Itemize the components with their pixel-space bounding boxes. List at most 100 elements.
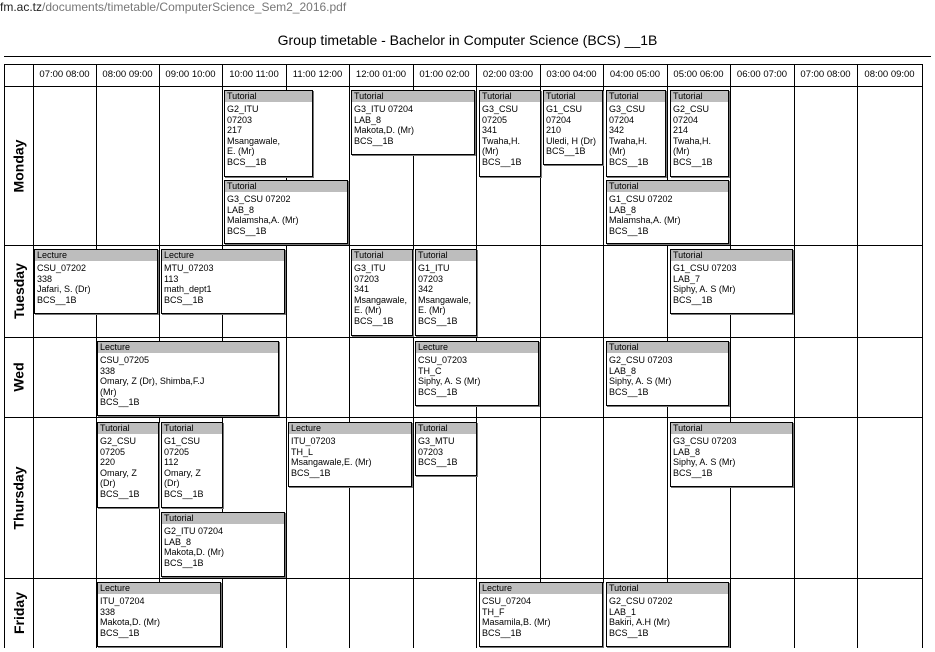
event-type-label: Tutorial <box>416 423 476 434</box>
event-detail-line: Malamsha,A. (Mr) <box>609 215 681 225</box>
event-detail-line: 112 <box>164 457 179 467</box>
event-detail-line: 217 <box>227 125 243 135</box>
time-header: 06:00 07:00 <box>736 69 788 80</box>
title-divider <box>4 56 931 57</box>
event-type-label: Tutorial <box>480 91 540 102</box>
event-detail-line: Siphy, A. S (Mr) <box>673 457 736 467</box>
event-detail-line: BCS__1B <box>164 294 204 305</box>
event-detail-line: CSU_07203 <box>418 355 468 365</box>
grid-row-line <box>4 337 922 338</box>
event-detail-line: G2_ITU <box>227 104 259 114</box>
event-detail-line: 07204 <box>609 114 635 125</box>
grid-column-line <box>794 64 795 648</box>
day-label-text: Tuesday <box>10 263 27 319</box>
event-detail-line: Siphy, A. S (Mr) <box>673 284 736 294</box>
event-detail-line: G3_ITU <box>354 263 386 273</box>
grid-row-line <box>4 245 922 246</box>
url-path: /documents/timetable/ComputerScience_Sem… <box>42 0 347 14</box>
event-detail-line: G3_CSU 07203 <box>673 436 737 446</box>
event-detail-line: Makota,D. (Mr) <box>100 617 161 627</box>
event-detail-line: TH_F <box>482 606 505 617</box>
event-detail-line: 342 <box>418 284 434 294</box>
event-detail-line: Msangawale, <box>227 135 281 146</box>
event-detail-line: Omary, Z <box>164 467 201 478</box>
event-type-label: Lecture <box>98 342 278 353</box>
event-detail-line: 07205 <box>164 446 190 457</box>
event-detail-line: BCS__1B <box>418 386 458 397</box>
event-detail-line: LAB_8 <box>609 365 637 376</box>
event-detail-line: 07205 <box>100 446 126 457</box>
grid-row-line <box>4 417 922 418</box>
event-detail-line: 07205 <box>482 114 508 125</box>
event-detail-line: G3_ITU 07204 <box>354 104 414 114</box>
event-detail-line: Siphy, A. S (Mr) <box>609 376 672 386</box>
event-detail-line: G2_CSU 07203 <box>609 355 673 365</box>
event-detail-line: G1_CSU <box>546 104 583 114</box>
event-detail-line: LAB_7 <box>673 273 701 284</box>
event-detail-line: CSU_07205 <box>100 355 150 365</box>
event-detail-line: G3_CSU 07202 <box>227 194 291 204</box>
grid-column-line <box>413 64 414 648</box>
event-detail-line: Omary, Z (Dr), Shimba,F.J <box>100 376 205 386</box>
event-detail-line: BCS__1B <box>291 467 331 478</box>
time-header: 10:00 11:00 <box>229 69 279 80</box>
event-detail-line: Msangawale, <box>418 294 472 305</box>
event-detail-line: BCS__1B <box>546 146 586 156</box>
event-detail-line: 07203 <box>354 273 380 284</box>
event-detail-line: BCS__1B <box>100 627 140 638</box>
event-detail-line: Twaha,H. <box>673 135 712 146</box>
event-detail-line: LAB_8 <box>673 446 701 457</box>
event-detail-line: G2_CSU 07202 <box>609 596 673 606</box>
event-detail-line: BCS__1B <box>673 156 713 167</box>
time-header: 01:00 02:00 <box>419 69 470 80</box>
event-detail-line: 07203 <box>418 446 444 457</box>
event-detail-line: BCS__1B <box>673 467 713 478</box>
event-detail-line: 341 <box>354 284 370 294</box>
address-bar[interactable]: fm.ac.tz/documents/timetable/ComputerSci… <box>0 0 935 14</box>
grid-border-top <box>4 64 922 65</box>
event-detail-line: BCS__1B <box>609 386 649 397</box>
event-type-label: Tutorial <box>607 583 728 594</box>
event-detail-line: Msangawale,E. (Mr) <box>291 457 372 467</box>
grid-header-bottom <box>4 86 922 87</box>
day-label: Thursday <box>4 417 33 578</box>
day-label: Tuesday <box>4 245 33 337</box>
event-type-label: Tutorial <box>671 250 792 261</box>
grid-column-line <box>730 64 731 648</box>
event-detail-line: MTU_07203 <box>164 263 214 273</box>
grid-column-line <box>33 64 34 648</box>
event-detail-line: BCS__1B <box>354 315 394 326</box>
event-type-label: Lecture <box>162 250 284 261</box>
grid-column-line <box>603 64 604 648</box>
grid-row-line <box>4 578 922 579</box>
event-detail-line: G3_CSU <box>609 104 646 114</box>
event-detail-line: BCS__1B <box>482 627 522 638</box>
event-detail-line: E. (Mr) <box>354 305 382 315</box>
event-type-label: Lecture <box>416 342 538 353</box>
event-detail-line: 338 <box>100 606 116 617</box>
time-header: 08:00 09:00 <box>102 69 153 80</box>
grid-column-line <box>540 64 541 648</box>
